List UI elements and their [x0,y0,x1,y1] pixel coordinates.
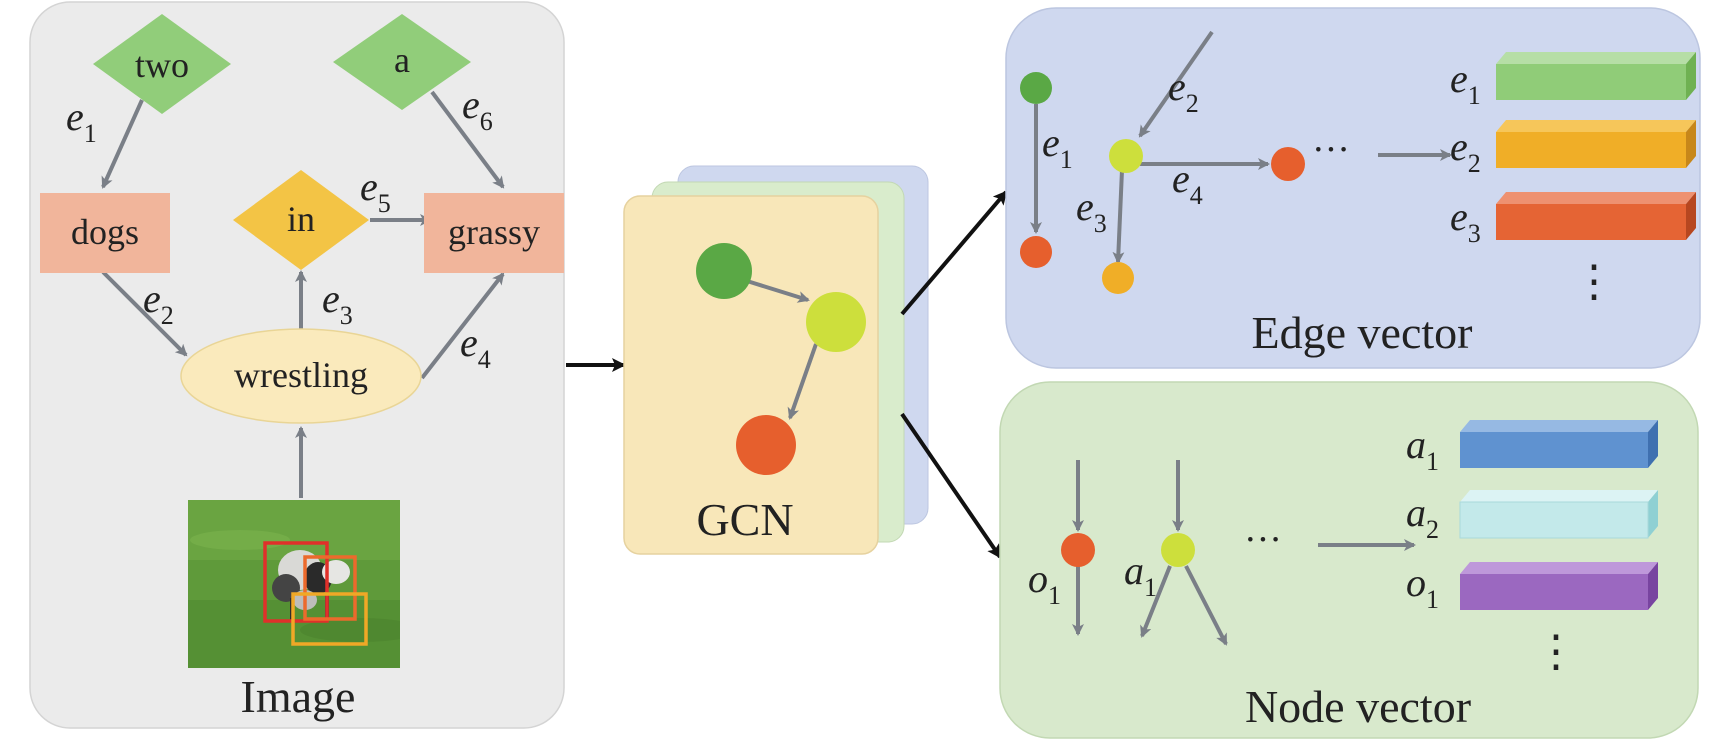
bbox-yellow [291,592,368,646]
arrow-two-dogs [101,99,144,189]
edge-label-e1: e1 [66,94,97,148]
edge-panel-arrow-e3 [1112,169,1125,264]
node-panel-arrows [1072,460,1416,646]
node-vector-panel: o1 a1 ··· ⋮ a1 a2 o1 Node vector [999,381,1699,739]
edge-node-orange-right [1271,147,1305,181]
arrow-a-grassy [430,90,505,189]
node-ellipsis-v: ⋮ [1534,627,1578,676]
node-vector-caption: Node vector [1245,681,1471,732]
edge-vector-e3: e3 [1450,192,1696,248]
node-label-a1: a1 [1124,548,1157,602]
edge-panel-arrows [1030,30,1452,264]
node-grassy-label: grassy [448,212,540,252]
edge-vector-caption: Edge vector [1252,307,1473,358]
node-in-diamond [233,170,369,270]
arrow-to-node-panel [900,412,1002,559]
gcn-layer-front [623,195,879,555]
edge-label-e4: e4 [460,320,491,374]
edge-node-orange-bottom [1020,236,1052,268]
node-vector-a2: a2 [1406,490,1658,544]
gcn-node-orange [736,415,796,475]
arrow-dogs-wrestling [101,270,188,357]
edge-label-e2: e2 [143,276,174,330]
edge-vector-e1: e1 [1450,52,1696,110]
image-caption: Image [241,671,356,722]
input-image [188,500,400,668]
node-arrow-a1-out-left [1140,565,1172,638]
node-a-diamond [333,14,471,110]
gcn-arrow-1 [746,279,810,303]
edge-node-green [1020,72,1052,104]
gcn-label: GCN [696,494,793,545]
edge-node-yellow [1102,262,1134,294]
node-arrow-a1-out-right [1184,565,1228,646]
arrow-wrestling-grassy [420,272,505,380]
scene-graph-panel: two a dogs in grassy wrestling e1 e2 e3 … [29,1,565,729]
bbox-red [263,541,329,623]
edge-label-e3: e3 [322,276,353,330]
node-ellipsis-h: ··· [1244,519,1282,561]
node-a1-circle [1161,533,1195,567]
node-vector-label-o1: o1 [1406,560,1439,614]
edge-graph-label-e3: e3 [1076,184,1107,238]
edge-graph-label-e2: e2 [1168,64,1199,118]
edge-label-e6: e6 [462,82,493,136]
edge-bar-e1 [1496,64,1686,100]
bbox-orange [303,555,357,621]
node-grassy-rect [424,193,564,273]
gcn-node-lime [806,292,866,352]
edge-vector-label-e2: e2 [1450,124,1481,178]
node-vector-label-a2: a2 [1406,490,1439,544]
node-wrestling-ellipse [180,328,422,424]
node-two-label: two [135,45,189,85]
node-bar-a2 [1459,501,1649,539]
edge-ellipsis-h: ··· [1312,129,1350,171]
node-in-label: in [287,199,315,239]
edge-label-e5: e5 [360,164,391,218]
dog-shape-2 [322,560,350,584]
edge-vector-label-e1: e1 [1450,56,1481,110]
node-bar-o1 [1460,574,1648,610]
node-wrestling-label: wrestling [234,355,368,395]
node-vector-a1: a1 [1406,420,1658,476]
node-label-o1: o1 [1028,556,1061,610]
gcn-node-green [696,243,752,299]
node-a-label: a [394,40,410,80]
node-vector-o1: o1 [1406,560,1658,614]
edge-graph-label-e1: e1 [1042,120,1073,174]
edge-vector-e2: e2 [1450,120,1696,178]
node-dogs-rect [40,193,170,273]
edge-vector-label-e3: e3 [1450,194,1481,248]
scene-graph-arrows [101,90,505,498]
node-o1-circle [1061,533,1095,567]
gcn-block: GCN [623,165,929,555]
node-two-diamond [93,14,231,114]
gcn-arrow-2 [787,343,818,420]
edge-vector-panel: e1 e2 e3 e4 ··· ⋮ e1 e2 e3 Edge vector [1005,7,1701,369]
edge-bar-e2 [1496,132,1686,168]
node-dogs-label: dogs [71,212,139,252]
edge-node-lime [1109,139,1143,173]
edge-panel-arrow-e2 [1138,30,1214,138]
node-bar-a1 [1460,432,1648,468]
node-panel-bg [999,381,1699,739]
node-vector-label-a1: a1 [1406,422,1439,476]
edge-bar-e3 [1496,204,1686,240]
edge-graph-label-e4: e4 [1172,156,1203,210]
edge-ellipsis-v: ⋮ [1572,257,1616,306]
arrow-to-edge-panel [900,190,1008,316]
